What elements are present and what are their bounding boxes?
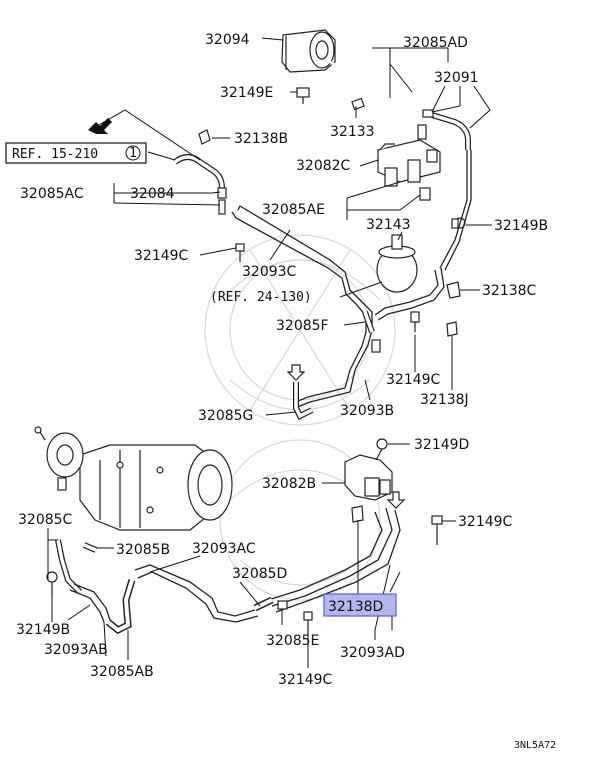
label-32084[interactable]: 32084 — [130, 186, 175, 202]
part-labels: 32094 32085AD 32091 32149E 32133 32138B … — [16, 32, 548, 688]
label-32085G[interactable]: 32085G — [198, 408, 253, 424]
label-32085E[interactable]: 32085E — [266, 633, 319, 649]
part-actuator — [34, 426, 84, 491]
label-32138D[interactable]: 32138D — [328, 599, 383, 615]
label-32085AD[interactable]: 32085AD — [403, 35, 468, 51]
label-32149B[interactable]: 32149B — [494, 218, 548, 234]
part-differential-housing — [79, 444, 233, 531]
label-32093AB[interactable]: 32093AB — [44, 642, 108, 658]
label-32149E[interactable]: 32149E — [220, 85, 273, 101]
label-32091[interactable]: 32091 — [434, 70, 479, 86]
label-32138C[interactable]: 32138C — [482, 283, 537, 299]
part-32085B-hose[interactable] — [82, 542, 98, 553]
label-32085F[interactable]: 32085F — [276, 318, 329, 334]
part-32085F-hose[interactable] — [362, 311, 381, 353]
ref-15-210-box[interactable]: REF. 15-210 1 — [5, 142, 147, 164]
part-32093B-pipe[interactable] — [374, 150, 472, 321]
highlight-32138D[interactable]: 32138D — [323, 593, 397, 617]
part-32082C-solenoid[interactable] — [377, 124, 441, 187]
label-32149C-mid[interactable]: 32149C — [386, 372, 441, 388]
part-32091-hose[interactable] — [422, 109, 471, 150]
part-32093AB-pipe[interactable] — [69, 583, 111, 623]
label-32093B[interactable]: 32093B — [340, 403, 394, 419]
label-32085AE[interactable]: 32085AE — [262, 202, 325, 218]
label-32138J[interactable]: 32138J — [420, 392, 469, 408]
part-32133-fitting[interactable] — [351, 97, 365, 111]
label-32085AC[interactable]: 32085AC — [20, 186, 84, 202]
part-32138B-clip[interactable] — [198, 129, 211, 145]
part-32138C-clip[interactable] — [446, 281, 461, 299]
label-32085C[interactable]: 32085C — [18, 512, 73, 528]
drawing-code: 3NL5A72 — [514, 740, 556, 751]
part-32085G-hose[interactable] — [286, 364, 314, 421]
part-32149E-bolt[interactable] — [296, 87, 310, 104]
flow-arrow-icon — [386, 491, 406, 509]
part-32084-pipe[interactable] — [217, 187, 227, 215]
label-32093AD[interactable]: 32093AD — [340, 645, 405, 661]
part-32149B-bolt-lower[interactable] — [46, 571, 58, 598]
label-32149C-lower-right[interactable]: 32149C — [458, 514, 513, 530]
part-32149C-bolt-mid[interactable] — [410, 311, 420, 332]
part-32143-bracket[interactable] — [419, 187, 431, 201]
part-32138J-clip[interactable] — [446, 321, 458, 337]
front-arrow-icon — [88, 118, 112, 134]
label-32093C[interactable]: 32093C — [242, 264, 297, 280]
part-32085C-hose[interactable] — [55, 539, 83, 595]
label-32082B[interactable]: 32082B — [262, 476, 316, 492]
part-reservoir-canister — [376, 234, 418, 293]
part-32085AC-hose[interactable] — [173, 154, 225, 189]
part-32085AB-hose[interactable] — [105, 578, 136, 635]
label-32082C[interactable]: 32082C — [296, 158, 351, 174]
leader-lines — [47, 37, 492, 668]
part-32138D-clip[interactable] — [351, 505, 364, 523]
part-32085E-hose[interactable] — [277, 600, 288, 610]
label-32133[interactable]: 32133 — [330, 124, 375, 140]
label-32149B-lower[interactable]: 32149B — [16, 622, 70, 638]
label-32149C-upper[interactable]: 32149C — [134, 248, 189, 264]
ref-24-130[interactable]: (REF. 24-130) — [210, 290, 312, 305]
part-32149D-bolt[interactable] — [375, 438, 388, 461]
part-32149C-bolt-lower-right[interactable] — [431, 515, 443, 545]
label-32143[interactable]: 32143 — [366, 217, 411, 233]
label-32138B[interactable]: 32138B — [234, 131, 288, 147]
part-32094-bracket[interactable] — [281, 29, 336, 73]
label-32149C-bottom[interactable]: 32149C — [278, 672, 333, 688]
part-32085D-hose[interactable] — [253, 596, 274, 612]
part-32149C-bolt-left[interactable] — [235, 243, 245, 262]
ref-15-210: REF. 15-210 — [12, 147, 98, 162]
label-32085AB[interactable]: 32085AB — [90, 664, 154, 680]
label-32094[interactable]: 32094 — [205, 32, 250, 48]
label-32085D[interactable]: 32085D — [232, 566, 287, 582]
part-32093AC-pipe[interactable] — [134, 564, 259, 623]
label-32093AC[interactable]: 32093AC — [192, 541, 256, 557]
ref-circle-number: 1 — [129, 146, 137, 161]
part-32082B-solenoid[interactable] — [344, 454, 393, 501]
label-32149D[interactable]: 32149D — [414, 437, 469, 453]
part-32149C-bolt-bottom[interactable] — [303, 611, 313, 636]
label-32085B[interactable]: 32085B — [116, 542, 170, 558]
